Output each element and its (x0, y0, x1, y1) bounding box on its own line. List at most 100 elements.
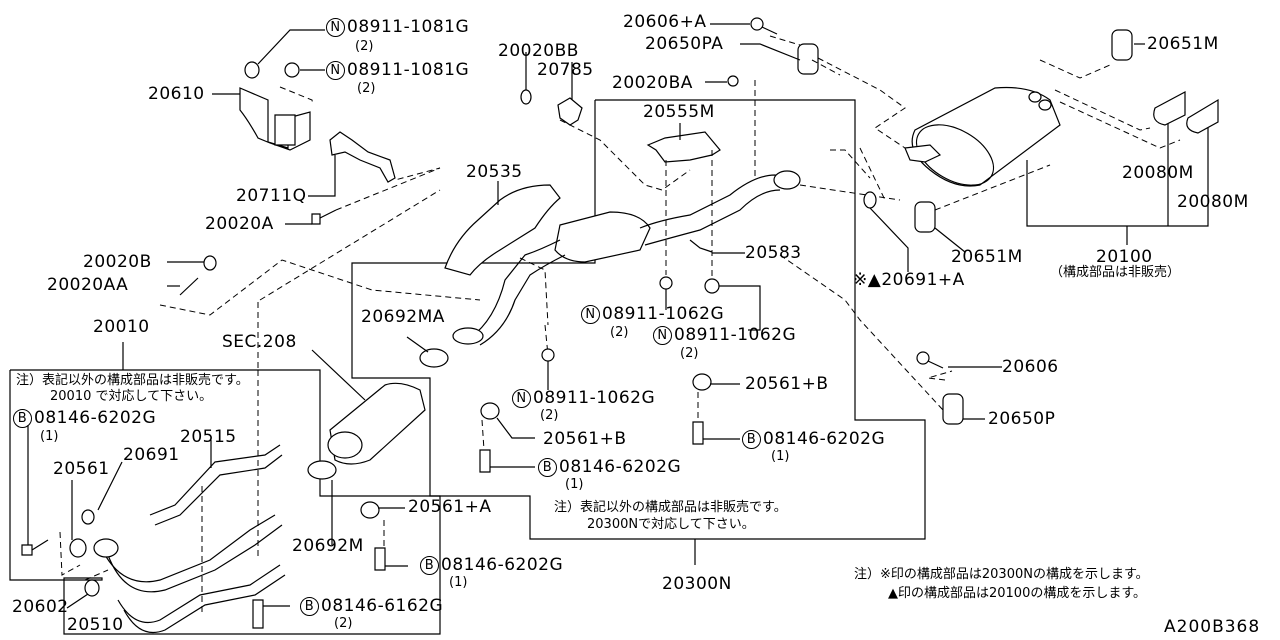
part-label-20650p[interactable]: 20650P (988, 409, 1056, 429)
hanger-20785 (558, 98, 582, 125)
bolt-20606a (751, 18, 777, 34)
qty-nut-1081-top: (2) (355, 39, 374, 54)
assembly-box-20300n (352, 100, 925, 539)
qty-nut-1062-c: (2) (540, 408, 559, 423)
note-20100-not-sold: （構成部品は非販売） (1050, 265, 1181, 280)
bolt-symbol-icon: B (420, 556, 439, 575)
qty-nut-1062-b: (2) (680, 346, 699, 361)
part-label-20080m-2[interactable]: 20080M (1177, 192, 1249, 212)
clamp-20561b-2 (693, 374, 711, 390)
note-20010-line1: 注）表記以外の構成部品は非販売です。 (16, 373, 249, 388)
part-label-20785[interactable]: 20785 (537, 60, 594, 80)
part-label-20691[interactable]: 20691 (123, 445, 180, 465)
tail-pipe-20080m-1 (1154, 92, 1185, 125)
part-label-20020b[interactable]: 20020B (83, 252, 152, 272)
part-label-20711q[interactable]: 20711Q (236, 186, 307, 206)
nut-20020ba (728, 76, 738, 86)
nut-1062-right (705, 279, 719, 293)
part-label-20561b-2[interactable]: 20561+B (745, 374, 829, 394)
part-label-20515[interactable]: 20515 (180, 427, 237, 447)
bolt-6202-mid (480, 450, 490, 472)
part-label-20020bb[interactable]: 20020BB (498, 41, 579, 61)
qty-bolt-6202-lower: (1) (449, 575, 468, 590)
part-label-20020ba[interactable]: 20020BA (612, 73, 693, 93)
note-20010-line2: 20010 で対応して下さい。 (50, 389, 213, 404)
note-20300n-line1: 注）表記以外の構成部品は非販売です。 (554, 500, 787, 515)
gasket-20692ma (420, 349, 448, 367)
part-label-20650pa[interactable]: 20650PA (645, 34, 724, 54)
part-label-20100[interactable]: 20100 (1096, 247, 1153, 267)
part-label-20555m[interactable]: 20555M (643, 102, 715, 122)
part-label-20300n[interactable]: 20300N (662, 574, 732, 594)
front-pipe-20510 (118, 565, 280, 623)
part-label-20651m-top[interactable]: 20651M (1147, 34, 1219, 54)
part-label-20510[interactable]: 20510 (67, 615, 124, 635)
bolt-6202-lower (375, 548, 385, 570)
hanger-20650p (943, 394, 963, 424)
front-pipe-20515 (150, 445, 280, 515)
part-label-20010[interactable]: 20010 (93, 317, 150, 337)
flange-20691 (94, 539, 118, 557)
part-label-20692m[interactable]: 20692M (292, 536, 364, 556)
nut-symbol-icon: N (581, 305, 600, 324)
gasket-20691a (864, 192, 876, 208)
bolt-symbol-icon: B (13, 409, 32, 428)
heat-shield-20535 (445, 185, 560, 275)
part-label-20692ma[interactable]: 20692MA (361, 307, 445, 327)
part-number: 08146-6202G (559, 457, 682, 477)
part-number: 08146-6202G (34, 408, 157, 428)
part-label-20606[interactable]: 20606 (1002, 357, 1059, 377)
part-label-20691a[interactable]: ※▲20691+A (853, 270, 965, 290)
flange-front (453, 328, 483, 344)
flange-rear (774, 171, 800, 189)
bolt-6162 (253, 600, 263, 628)
legend-note-line1: 注）※印の構成部品は20300Nの構成を示します。 (854, 567, 1149, 582)
part-label-20583[interactable]: 20583 (745, 243, 802, 263)
part-label-20606a[interactable]: 20606+A (623, 12, 707, 32)
part-label-20080m-1[interactable]: 20080M (1122, 163, 1194, 183)
part-label-20610[interactable]: 20610 (148, 84, 205, 104)
clamp-20561b-1 (481, 403, 499, 419)
assembly-box-20010 (10, 370, 440, 634)
bolt-20606 (917, 352, 943, 368)
part-label-20020aa[interactable]: 20020AA (47, 275, 129, 295)
clamp-20561 (70, 539, 86, 557)
bracket-20100 (1027, 123, 1208, 226)
qty-bolt-6202-right: (1) (771, 449, 790, 464)
bolt-symbol-icon: B (300, 597, 319, 616)
hanger-20651m-bottom (915, 202, 935, 232)
nut-20020b (204, 256, 216, 270)
bolt-symbol-icon: B (742, 430, 761, 449)
nut-1062-center (660, 277, 672, 289)
heat-shield-20555m (648, 132, 720, 162)
part-label-20535[interactable]: 20535 (466, 162, 523, 182)
nut-20602 (85, 580, 99, 596)
bolt-6202-left (22, 540, 48, 555)
part-label-20651m-bottom[interactable]: 20651M (951, 247, 1023, 267)
note-20300n-line2: 20300Nで対応して下さい。 (587, 517, 755, 532)
part-label-20561[interactable]: 20561 (53, 459, 110, 479)
part-label-20561a[interactable]: 20561+A (408, 497, 492, 517)
part-label-20602[interactable]: 20602 (12, 597, 69, 617)
part-label-sec208[interactable]: SEC.208 (222, 332, 297, 352)
nut-symbol-icon: N (653, 326, 672, 345)
part-label-20561b-1[interactable]: 20561+B (543, 429, 627, 449)
diagram-code: A200B368 (1164, 617, 1261, 637)
center-pipe (640, 175, 790, 228)
stud-20020aa (180, 278, 198, 295)
part-label-20020a[interactable]: 20020A (205, 214, 274, 234)
nut-symbol-icon: N (326, 18, 345, 37)
hanger-20583 (690, 240, 712, 252)
tail-pipe-20080m-2 (1187, 100, 1218, 133)
